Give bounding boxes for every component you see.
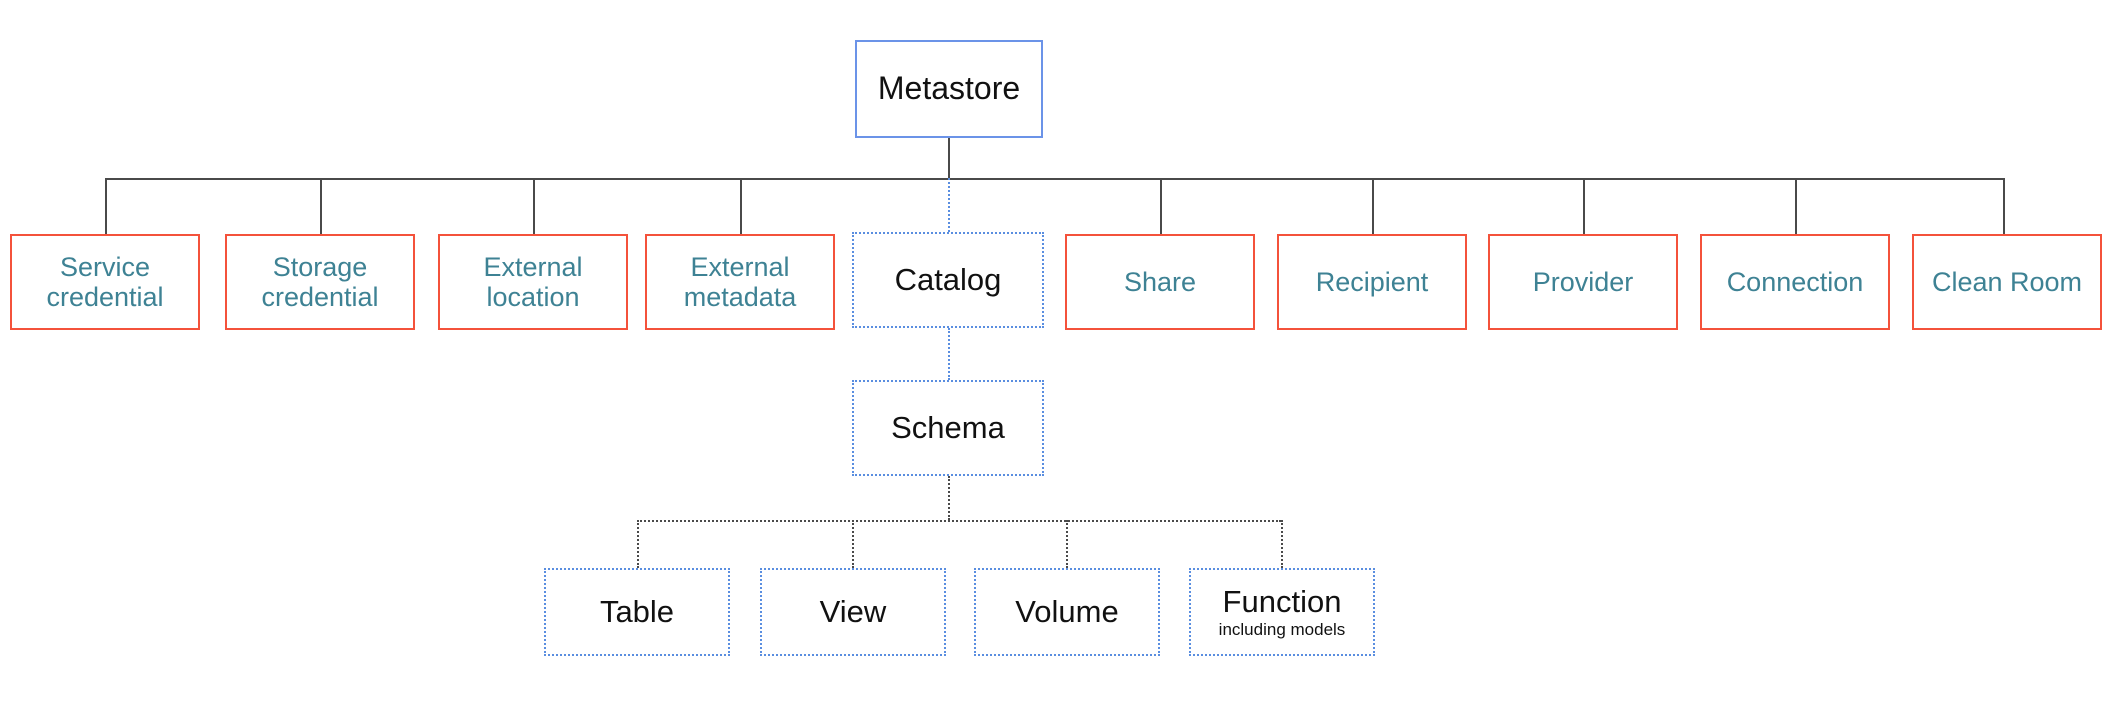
node-service-credential-label: Service credential	[46, 251, 164, 312]
node-share-label: Share	[1123, 266, 1197, 297]
node-share[interactable]: Share	[1065, 234, 1255, 330]
node-service-credential[interactable]: Service credential	[10, 234, 200, 330]
node-function-label: Function	[1222, 583, 1342, 619]
node-volume-label: Volume	[1015, 593, 1119, 629]
connector-drop-table	[637, 520, 639, 568]
node-storage-credential[interactable]: Storage credential	[225, 234, 415, 330]
node-table[interactable]: Table	[544, 568, 730, 656]
node-metastore-label: Metastore	[877, 70, 1021, 107]
node-catalog[interactable]: Catalog	[852, 232, 1044, 328]
node-volume[interactable]: Volume	[974, 568, 1160, 656]
connector-drop-volume	[1066, 520, 1068, 568]
connector-drop-external-metadata	[740, 178, 742, 234]
connector-drop-service-credential	[105, 178, 107, 234]
node-catalog-label: Catalog	[894, 261, 1002, 297]
connector-drop-catalog	[948, 178, 950, 232]
connector-metastore-bus	[105, 178, 2003, 180]
connector-schema-stem	[948, 476, 950, 520]
node-metastore[interactable]: Metastore	[855, 40, 1043, 138]
node-recipient[interactable]: Recipient	[1277, 234, 1467, 330]
node-external-location-label: External location	[483, 251, 583, 312]
connector-metastore-stem	[948, 138, 950, 178]
node-table-label: Table	[599, 593, 675, 629]
node-recipient-label: Recipient	[1315, 266, 1429, 297]
connector-drop-share	[1160, 178, 1162, 234]
node-function[interactable]: Function including models	[1189, 568, 1375, 656]
node-clean-room-label: Clean Room	[1931, 266, 2083, 297]
node-connection[interactable]: Connection	[1700, 234, 1890, 330]
node-connection-label: Connection	[1726, 266, 1864, 297]
connector-catalog-to-schema	[948, 328, 950, 380]
connector-drop-clean-room	[2003, 178, 2005, 234]
node-schema-label: Schema	[891, 409, 1005, 445]
node-clean-room[interactable]: Clean Room	[1912, 234, 2102, 330]
node-external-location[interactable]: External location	[438, 234, 628, 330]
connector-drop-view	[852, 520, 854, 568]
node-function-sublabel: including models	[1218, 619, 1346, 639]
node-provider[interactable]: Provider	[1488, 234, 1678, 330]
node-storage-credential-label: Storage credential	[261, 251, 379, 312]
connector-schema-bus	[637, 520, 1281, 522]
node-external-metadata-label: External metadata	[683, 251, 797, 312]
connector-drop-connection	[1795, 178, 1797, 234]
node-schema[interactable]: Schema	[852, 380, 1044, 476]
connector-drop-external-location	[533, 178, 535, 234]
connector-drop-function	[1281, 520, 1283, 568]
connector-drop-storage-credential	[320, 178, 322, 234]
node-view[interactable]: View	[760, 568, 946, 656]
node-provider-label: Provider	[1532, 266, 1634, 297]
node-view-label: View	[819, 593, 887, 629]
connector-drop-recipient	[1372, 178, 1374, 234]
connector-drop-provider	[1583, 178, 1585, 234]
node-external-metadata[interactable]: External metadata	[645, 234, 835, 330]
